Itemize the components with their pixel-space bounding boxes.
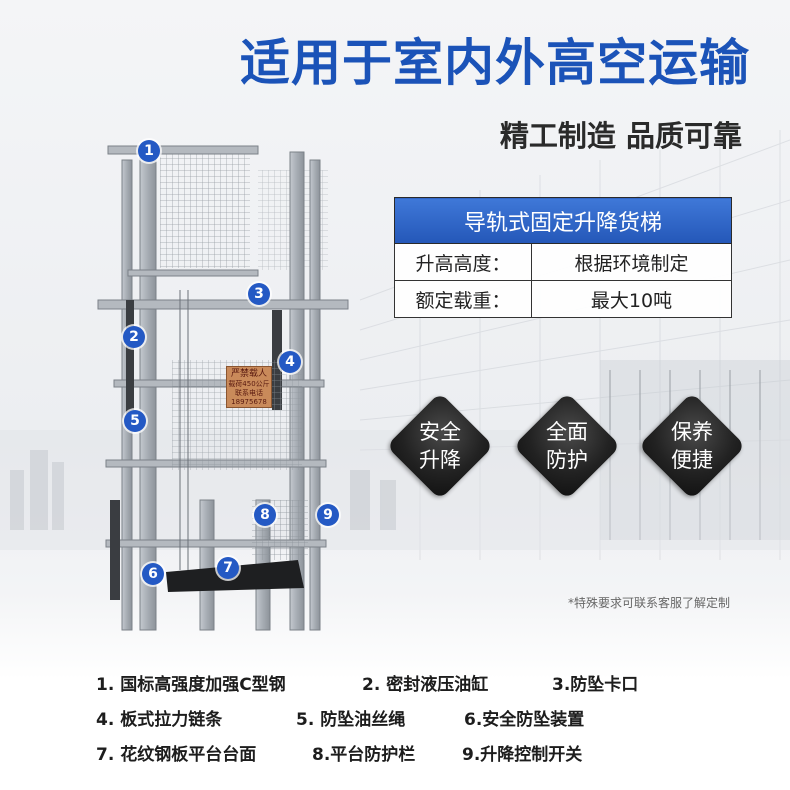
legend-item: 7. 花纹钢板平台台面 [96, 745, 257, 765]
marker-5: 5 [124, 410, 146, 432]
legend-item: 2. 密封液压油缸 [362, 675, 489, 695]
feature-line: 升降 [419, 448, 461, 472]
feature-line: 全面 [546, 420, 588, 444]
legend-row: 7. 花纹钢板平台台面 8.平台防护栏 9.升降控制开关 [96, 740, 746, 770]
marker-4: 4 [279, 351, 301, 373]
legend-item: 5. 防坠油丝绳 [296, 710, 406, 730]
feature-line: 安全 [419, 420, 461, 444]
legend-item: 6.安全防坠装置 [464, 710, 585, 730]
feature-badge-full-protection: 全面 防护 [513, 392, 621, 500]
legend-item: 9.升降控制开关 [462, 745, 583, 765]
marker-7: 7 [217, 557, 239, 579]
legend-item: 3.防坠卡口 [552, 675, 639, 695]
headline: 适用于室内外高空运输 [240, 34, 750, 92]
feature-line: 便捷 [671, 448, 713, 472]
spec-value-height: 根据环境制定 [531, 243, 732, 281]
table-row: 升高高度： 根据环境制定 [394, 243, 732, 281]
subheadline: 精工制造 品质可靠 [499, 119, 742, 153]
spec-table-title: 导轨式固定升降货梯 [394, 197, 732, 244]
feature-badge-safe-lift: 安全 升降 [386, 392, 494, 500]
marker-3: 3 [248, 283, 270, 305]
legend-item: 1. 国标高强度加强C型钢 [96, 675, 286, 695]
legend-row: 4. 板式拉力链条 5. 防坠油丝绳 6.安全防坠装置 [96, 705, 746, 735]
spec-label-load: 额定载重： [394, 280, 532, 318]
spec-value-load: 最大10吨 [531, 280, 732, 318]
marker-9: 9 [317, 504, 339, 526]
legend-item: 8.平台防护栏 [312, 745, 416, 765]
feature-line: 保养 [671, 420, 713, 444]
marker-8: 8 [254, 504, 276, 526]
custom-note: *特殊要求可联系客服了解定制 [567, 596, 730, 610]
marker-1: 1 [138, 140, 160, 162]
marker-2: 2 [123, 326, 145, 348]
spec-table: 导轨式固定升降货梯 升高高度： 根据环境制定 额定载重： 最大10吨 [394, 197, 732, 318]
spec-label-height: 升高高度： [394, 243, 532, 281]
legend-item: 4. 板式拉力链条 [96, 710, 223, 730]
warning-sign: 严禁载人 载荷450公斤 联系电话 18975678 [226, 366, 272, 408]
feature-badge-easy-maintenance: 保养 便捷 [638, 392, 746, 500]
feature-line: 防护 [546, 448, 588, 472]
marker-6: 6 [142, 563, 164, 585]
table-row: 额定载重： 最大10吨 [394, 280, 732, 318]
legend-row: 1. 国标高强度加强C型钢 2. 密封液压油缸 3.防坠卡口 [96, 670, 746, 700]
warning-line: 严禁载人 [230, 369, 267, 379]
warning-line: 联系电话 18975678 [231, 389, 267, 406]
warning-line: 载荷450公斤 [228, 380, 270, 388]
